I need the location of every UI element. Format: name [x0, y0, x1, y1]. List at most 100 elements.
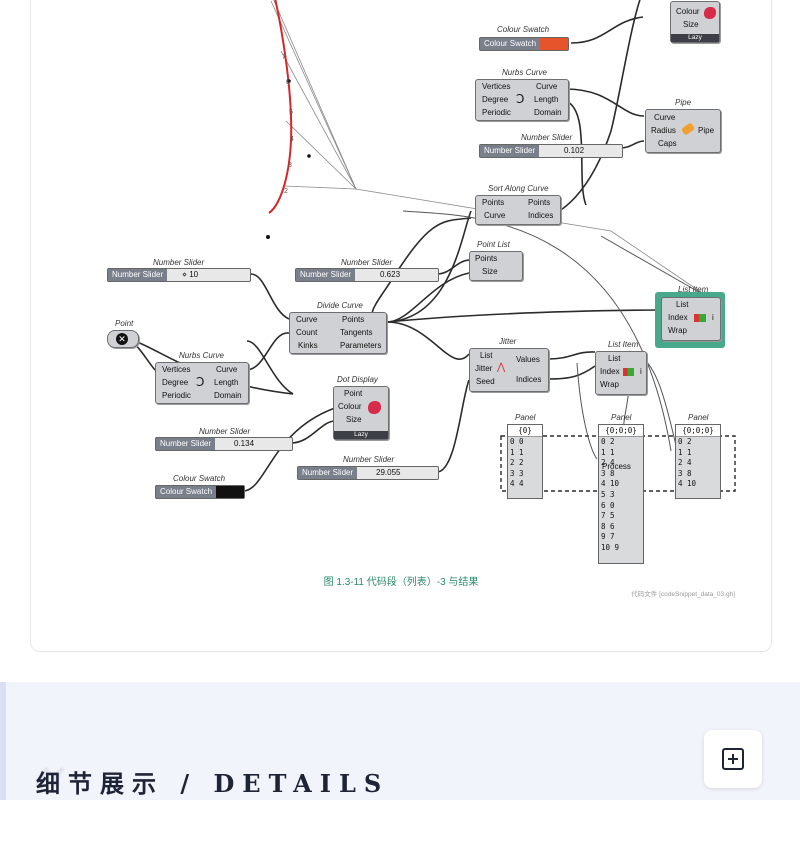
curve-output: Curve [216, 365, 238, 374]
panel-row: 4 4 [510, 479, 524, 489]
jitter-input: Jitter [475, 364, 493, 373]
point-list-node[interactable]: Points Size [469, 251, 523, 281]
panel-row: 5 3 [601, 489, 615, 499]
swatch-chip [540, 38, 568, 50]
points-input: Points [475, 254, 498, 263]
list-input: List [480, 351, 493, 360]
pt-label: 2 [284, 188, 288, 195]
indices-output: Indices [516, 375, 542, 384]
parameters-output: Parameters [340, 341, 382, 350]
list-item-icon [694, 314, 706, 322]
source-file-note: 代码文件 [codeSnippet_data_03.gh] [631, 591, 735, 598]
lazy-bar: Lazy [334, 431, 388, 439]
panel-row: 0 0 [510, 437, 524, 446]
panel-row: 2 4 [601, 458, 615, 468]
item-output: i [712, 313, 714, 322]
domain-output: Domain [214, 391, 242, 400]
slider-value: 0.102 [564, 146, 585, 155]
point-param[interactable]: ✕ [107, 330, 139, 348]
number-slider-0134[interactable]: Number Slider 0.134 [155, 437, 293, 451]
panel-row: 2 4 [678, 458, 692, 468]
list-item-right[interactable]: List Index Wrap i [661, 297, 721, 341]
points-input: Points [482, 198, 505, 207]
point-title: Point [115, 319, 134, 328]
number-slider-0102[interactable]: Number Slider 0.102 [479, 144, 623, 158]
swatch-chip [216, 486, 244, 498]
accent-bar [0, 682, 6, 800]
panel-header: {0;0;0} [599, 425, 643, 437]
slider-label: Number Slider [298, 467, 358, 479]
jitter-icon: ⋀ [497, 362, 506, 373]
periodic-input: Periodic [162, 391, 191, 400]
colour-input: Colour [676, 7, 700, 16]
slider-title: Number Slider [521, 133, 573, 142]
panel-row: 2 2 [510, 458, 524, 468]
number-slider-0623[interactable]: Number Slider 0.623 [295, 268, 439, 282]
slider-label: Number Slider [480, 145, 540, 157]
panel-row: 1 1 [678, 447, 692, 457]
colour-swatch-bottom[interactable]: Colour Swatch [155, 485, 245, 499]
panel-3[interactable]: {0;0;0} 0 2 1 1 2 4 3 8 4 10 [675, 424, 721, 499]
nurbs-curve-bottom[interactable]: Vertices Degree Periodic Curve Length Do… [155, 362, 249, 404]
list-item-title: List Item [608, 340, 639, 349]
colour-swatch-top[interactable]: Colour Swatch [479, 37, 569, 51]
degree-input: Degree [482, 95, 509, 104]
pipe-title: Pipe [675, 98, 692, 107]
nurbs-curve-top[interactable]: Vertices Degree Periodic Curve Length Do… [475, 79, 569, 121]
pipe-node[interactable]: Curve Radius Caps Pipe [645, 109, 721, 153]
sort-along-curve[interactable]: Points Curve Points Indices [475, 195, 561, 225]
points-output: Points [528, 198, 551, 207]
pt-label: 7 [282, 54, 286, 61]
radius-input: Radius [651, 126, 676, 135]
grasshopper-diagram: 7 6 5 4 3 2 Colour Size Lazy Colour Swat… [31, 0, 771, 651]
colour-size-node[interactable]: Colour Size Lazy [670, 1, 720, 43]
index-input: Index [668, 313, 688, 322]
colour-blob-icon [704, 7, 716, 19]
colour-swatch-title: Colour Swatch [497, 25, 550, 34]
size-input: Size [683, 20, 699, 29]
divide-curve-node[interactable]: Curve Count Kinks Points Tangents Parame… [289, 312, 387, 354]
list-item-mid[interactable]: List Index Wrap i [595, 351, 647, 395]
swatch-label: Colour Swatch [156, 486, 217, 498]
lazy-bar: Lazy [671, 34, 719, 42]
sort-along-title: Sort Along Curve [488, 184, 549, 193]
swatch-label: Colour Swatch [480, 38, 541, 50]
number-slider-10[interactable]: Number Slider ⋄ 10 [107, 268, 251, 282]
colour-input: Colour [338, 402, 362, 411]
panel-1[interactable]: {0} 0 0 1 1 2 2 3 3 4 4 [507, 424, 543, 499]
wrap-input: Wrap [600, 380, 619, 389]
panel-row: 4 10 [678, 479, 697, 489]
add-button[interactable] [704, 730, 762, 788]
pipe-icon [680, 122, 696, 136]
panel-header: {0;0;0} [676, 425, 720, 437]
panel-header: {0} [508, 425, 542, 437]
curve-input: Curve [654, 113, 676, 122]
figure-caption: 图 1.3-11 代码段（列表）-3 与结果 [323, 577, 479, 588]
nurbs-curve-title: Nurbs Curve [179, 351, 224, 360]
count-input: Count [296, 328, 318, 337]
panel-row: 1 1 [510, 447, 524, 457]
number-slider-29055[interactable]: Number Slider 29.055 [297, 466, 439, 480]
nurbs-icon: Ↄ [196, 375, 205, 389]
jitter-node[interactable]: List Jitter Seed Values Indices ⋀ [469, 348, 549, 392]
curve-input: Curve [296, 315, 318, 324]
size-input: Size [482, 267, 498, 276]
pipe-output: Pipe [698, 126, 715, 135]
slider-value-text: 10 [189, 270, 199, 279]
panel-title: Panel [515, 413, 536, 422]
plus-square-icon [722, 748, 744, 770]
panel-row: 7 5 [601, 511, 615, 521]
curve-output: Curve [536, 82, 558, 91]
list-input: List [676, 300, 689, 309]
slider-title: Number Slider [153, 258, 205, 267]
slider-title: Number Slider [341, 258, 393, 267]
slider-value: ⋄ 10 [182, 270, 199, 279]
point-input: Point [344, 389, 363, 398]
panel-row: 0 2 [678, 437, 692, 446]
panel-2[interactable]: {0;0;0} 0 2 1 1 2 4 3 8 4 10 5 3 6 0 7 5… [598, 424, 644, 564]
dot-display-node[interactable]: Point Colour Size Lazy [333, 386, 389, 440]
list-input: List [608, 354, 621, 363]
panel-row: 0 2 [601, 437, 615, 446]
list-item-title: List Item [678, 285, 709, 294]
details-heading: 细节展示 / DETAILS [36, 769, 390, 798]
